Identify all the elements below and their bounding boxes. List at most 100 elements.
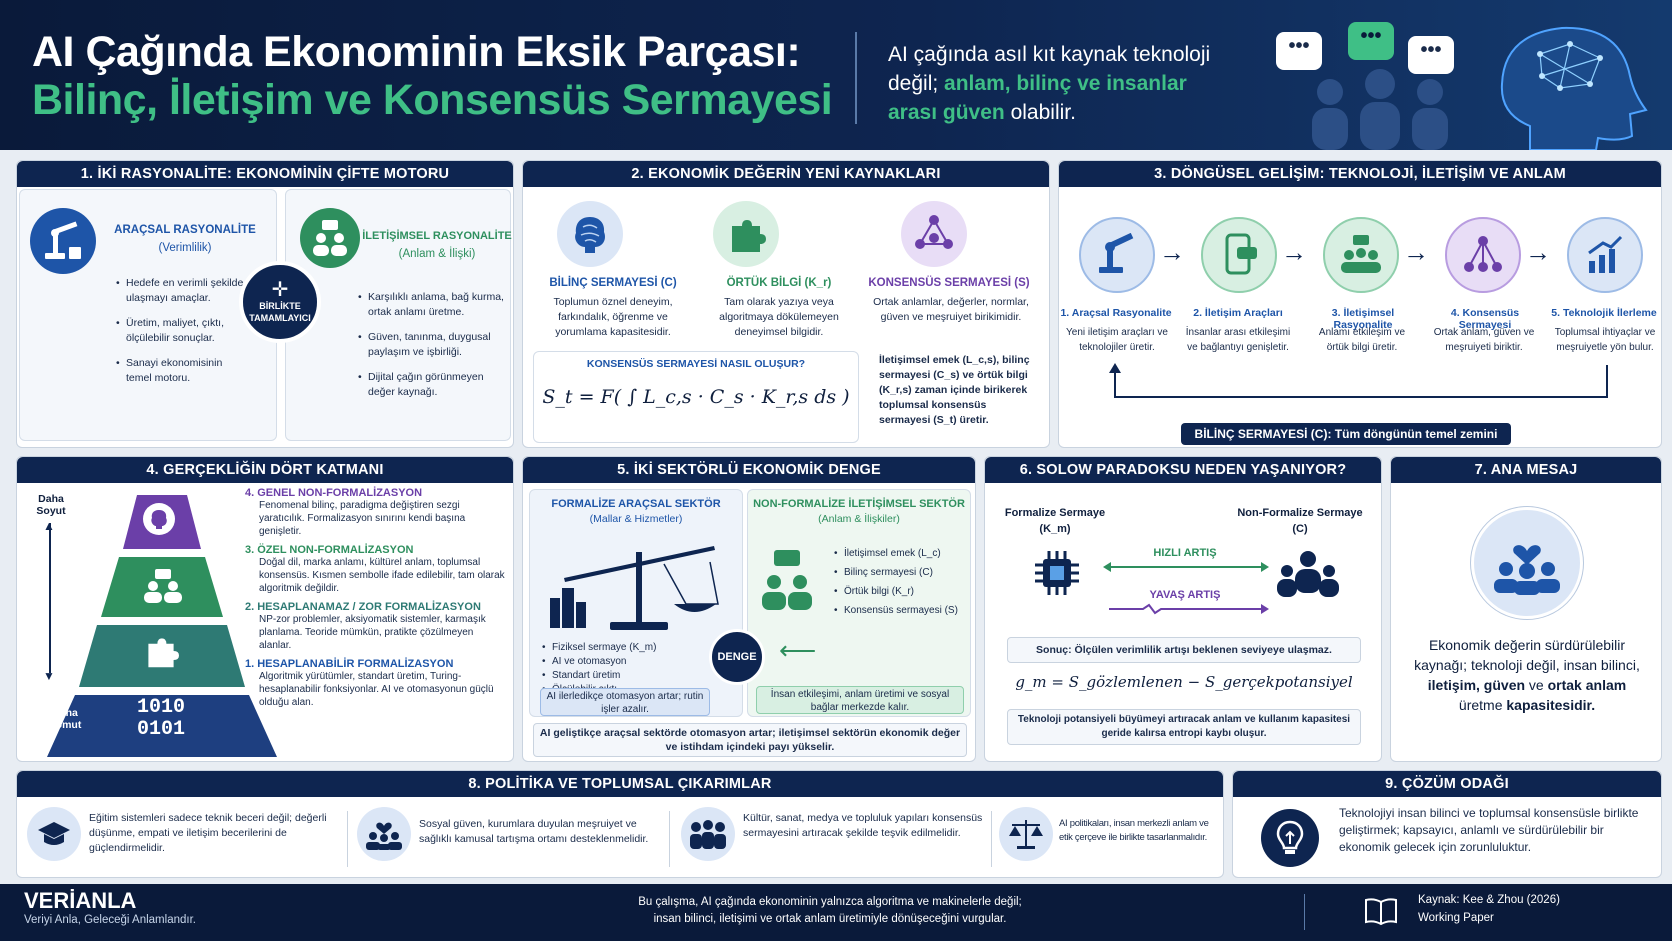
list-item: Güven, tanınma, duygusal paylaşım ve işb… <box>358 330 506 360</box>
cycle-step-text: Anlamı etkileşim ve örtük bilgi üretir. <box>1318 327 1406 353</box>
section-main-message: 7. ANA MESAJ Ekonomik değerin sürdürüleb… <box>1390 456 1662 762</box>
complementary-badge: ✛ BİRLİKTE TAMAMLAYICI <box>239 261 321 343</box>
puzzle-icon <box>713 201 779 267</box>
section-four-layers: 4. GERÇEKLİĞİN DÖRT KATMANI Daha Soyut ▲… <box>16 456 514 762</box>
balance-badge: DENGE <box>709 629 765 685</box>
source-text: Ortak anlamlar, değerler, normlar, güven… <box>873 296 1029 323</box>
list-item: Standart üretim <box>542 670 738 682</box>
sector-subheading: (Mallar & Hizmetler) <box>589 513 683 525</box>
solow-note: Teknoloji potansiyeli büyümeyi artıracak… <box>1007 709 1361 745</box>
list-item: Karşılıklı anlama, bağ kurma, ortak anla… <box>358 290 506 320</box>
source-text: Toplumun öznel deneyim, farkındalık, öğr… <box>553 296 673 338</box>
policy-text: Sosyal güven, kurumlara duyulan meşruiye… <box>419 818 649 845</box>
mobile-chat-icon <box>1201 217 1277 293</box>
cycle-step-label: 4. Konsensüs Sermayesi <box>1450 307 1520 331</box>
section-two-rationalities: 1. İKİ RASYONALİTE: EKONOMİNİN ÇİFTE MOT… <box>16 160 514 448</box>
policy-text: AI politikaları, insan merkezli anlam ve… <box>1059 818 1209 843</box>
badge-label: BİRLİKTE TAMAMLAYICI <box>249 301 311 323</box>
solow-formula: g_m = S_gözlemlenen − S_gerçekpotansiyel <box>1015 673 1353 691</box>
crowd-silhouette-icon <box>1312 69 1448 150</box>
divider <box>347 811 348 867</box>
sector-heading: FORMALİZE ARAÇSAL SEKTÖR <box>551 498 721 510</box>
graduation-cap-icon <box>27 807 81 861</box>
cycle-step-text: Yeni iletişim araçları ve teknolojiler ü… <box>1066 327 1168 353</box>
community-icon <box>357 807 411 861</box>
footer <box>0 884 1672 941</box>
layer-text: Fenomenal bilinç, paradigma değiştiren s… <box>259 500 466 537</box>
section-title: 5. İKİ SEKTÖRLÜ EKONOMİK DENGE <box>523 457 975 483</box>
section-two-sector-balance: 5. İKİ SEKTÖRLÜ EKONOMİK DENGE FORMALİZE… <box>522 456 976 762</box>
list-item: Konsensüs sermayesi (S) <box>834 605 966 617</box>
brand-slogan: Veriyi Anla, Geleceği Anlamlandır. <box>24 914 196 926</box>
axis-bottom-label: Daha Somut <box>48 707 82 731</box>
section-title: 9. ÇÖZÜM ODAĞI <box>1233 771 1661 797</box>
cycle-step-text: Toplumsal ihtiyaçlar ve meşruiyetle yön … <box>1554 327 1656 353</box>
footer-divider <box>1304 894 1305 930</box>
cycle-return-arrow <box>1109 363 1608 398</box>
consensus-network-icon <box>901 201 967 267</box>
sector-heading: NON-FORMALİZE İLETİŞİMSEL SEKTÖR <box>753 498 965 510</box>
brand-logo: VERİANLA <box>24 888 137 913</box>
brain-icon <box>557 201 623 267</box>
slow-growth-arrow <box>1109 603 1269 615</box>
section-title: 2. EKONOMİK DEĞERİN YENİ KAYNAKLARI <box>523 161 1049 187</box>
layer-text: Doğal dil, marka anlamı, kültürel anlam,… <box>259 557 505 594</box>
people-group-icon <box>681 807 735 861</box>
card-subheading: (Verimlilik) <box>158 242 212 254</box>
header-divider <box>855 32 857 124</box>
arrow-right-icon: → <box>1525 237 1551 267</box>
list-item: Örtük bilgi (K_r) <box>834 586 966 598</box>
arrow-left-icon: ⟵ <box>779 635 817 665</box>
source-type: Working Paper <box>1418 912 1494 924</box>
divider <box>669 811 670 867</box>
formula-title: KONSENSÜS SERMAYESİ NASIL OLUŞUR? <box>586 358 806 370</box>
chat-bubble-icon: ••• <box>1408 36 1454 74</box>
section-title: 4. GERÇEKLİĞİN DÖRT KATMANI <box>17 457 513 483</box>
section-title: 8. POLİTİKA VE TOPLUMSAL ÇIKARIMLAR <box>17 771 1223 797</box>
card-bullets: Karşılıklı anlama, bağ kurma, ortak anla… <box>358 290 506 410</box>
formula-description: İletişimsel emek (L_c,s), bilinç sermaye… <box>879 354 1030 426</box>
formula: S_t = F( ∫ L_c,s · C_s · K_r,s ds ) <box>542 386 850 408</box>
fast-growth-arrow <box>1103 562 1269 572</box>
card-communicative-rationality: İLETİŞİMSEL RASYONALİTE (Anlam & İlişki)… <box>285 189 512 441</box>
footer-statement: Bu çalışma, AI çağında ekonominin yalnız… <box>638 896 1022 925</box>
people-chat-icon <box>1323 217 1399 293</box>
main-message-text: Ekonomik değerin sürdürülebilir kaynağı;… <box>1414 637 1640 713</box>
source-heading: BİLİNÇ SERMAYESİ (C) <box>549 277 677 289</box>
informal-capital-heading: Non-Formalize Sermaye <box>1237 507 1363 519</box>
list-item: AI ve otomasyon <box>542 656 738 668</box>
ai-brain-head-icon <box>1500 26 1648 150</box>
arrow-right-icon: → <box>1159 237 1185 267</box>
book-icon <box>1365 898 1397 926</box>
card-heading: ARAÇSAL RASYONALİTE <box>114 224 256 236</box>
page-title-line1: AI Çağında Ekonominin Eksik Parçası: <box>32 28 801 76</box>
list-item: Sanayi ekonomisinin temel motoru. <box>116 356 246 386</box>
layer-text: Algoritmik yürütümler, standart üretim, … <box>259 671 494 708</box>
cycle-steps: → → → → <box>1059 217 1663 317</box>
robot-arm-icon <box>30 208 96 274</box>
solow-result: Sonuç: Ölçülen verimlilik artışı beklene… <box>1007 637 1361 663</box>
source-citation: Kaynak: Kee & Zhou (2026) <box>1418 894 1560 906</box>
cycle-step-label: 2. İletişim Araçları <box>1193 307 1283 319</box>
cycle-step-label: 3. İletişimsel Rasyonalite <box>1331 307 1395 331</box>
plus-icon: ✛ <box>271 279 289 301</box>
list-item: Bilinç sermayesi (C) <box>834 567 966 579</box>
layer-descriptions: 4. GENEL NON-FORMALİZASYON Fenomenal bil… <box>245 487 507 709</box>
people-chat-icon <box>760 550 816 619</box>
section-solution-focus: 9. ÇÖZÜM ODAĞI Teknolojiyi insan bilinci… <box>1232 770 1662 878</box>
lightbulb-icon <box>1261 809 1319 867</box>
source-heading: ÖRTÜK BİLGİ (K_r) <box>726 277 832 289</box>
section-title: 6. SOLOW PARADOKSU NEDEN YAŞANIYOR? <box>985 457 1381 483</box>
sector-note: AI ilerledikçe otomasyon artar; rutin iş… <box>540 688 710 716</box>
layer-heading: 1. HESAPLANABİLİR FORMALİZASYON <box>245 658 454 670</box>
card-instrumental-rationality: ARAÇSAL RASYONALİTE (Verimlilik) Hedefe … <box>19 189 277 441</box>
sector-subheading: (Anlam & İlişkiler) <box>818 513 900 525</box>
formula-box: KONSENSÜS SERMAYESİ NASIL OLUŞUR? S_t = … <box>533 351 859 443</box>
card-subheading: (Anlam & İlişki) <box>398 248 476 260</box>
scales-icon <box>999 807 1053 861</box>
brain-icon <box>143 503 175 535</box>
informal-sector-card: NON-FORMALİZE İLETİŞİMSEL SEKTÖR (Anlam … <box>747 489 971 717</box>
section-solow-paradox: 6. SOLOW PARADOKSU NEDEN YAŞANIYOR? Form… <box>984 456 1382 762</box>
list-item: Fiziksel sermaye (K_m) <box>542 642 738 654</box>
